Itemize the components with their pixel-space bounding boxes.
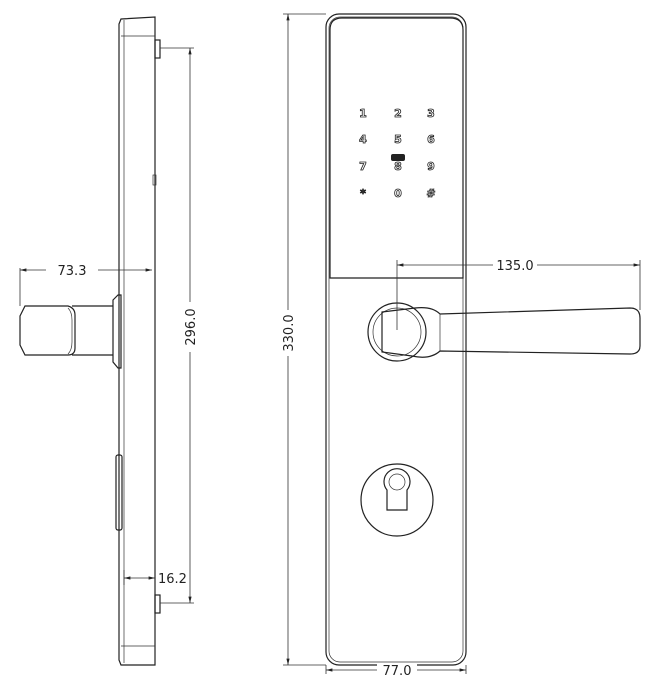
keypad-key: # bbox=[426, 187, 435, 200]
keypad-screen bbox=[329, 17, 464, 279]
side-lever bbox=[19, 305, 76, 356]
dim-label: 296.0 bbox=[184, 308, 199, 345]
dim-label: 135.0 bbox=[496, 259, 533, 274]
front-lever bbox=[381, 307, 641, 358]
side-view bbox=[19, 16, 161, 666]
keypad-key: 4 bbox=[359, 133, 367, 146]
dim-label: 16.2 bbox=[158, 572, 187, 587]
dimension-330: 330.0 bbox=[280, 13, 326, 666]
front-view: 1 2 3 4 5 6 7 8 9 * 0 # bbox=[325, 13, 641, 666]
dim-label: 77.0 bbox=[383, 664, 412, 679]
keypad-key: 0 bbox=[394, 187, 402, 200]
side-rosette bbox=[112, 294, 122, 369]
dimension-135: 135.0 bbox=[396, 258, 641, 330]
keypad-key: 8 bbox=[394, 160, 402, 173]
keypad: 1 2 3 4 5 6 7 8 9 * 0 # bbox=[359, 107, 436, 201]
keypad-key: 3 bbox=[427, 107, 435, 120]
dimension-16-2: 16.2 bbox=[123, 570, 187, 587]
keypad-key: 2 bbox=[394, 107, 402, 120]
dim-label: 73.3 bbox=[58, 264, 87, 279]
dimension-296: 296.0 bbox=[160, 47, 199, 604]
keypad-key: 1 bbox=[359, 107, 367, 120]
keypad-key: * bbox=[360, 187, 366, 200]
keypad-key: 7 bbox=[359, 160, 367, 173]
keypad-key: 5 bbox=[394, 133, 402, 146]
keypad-key: 9 bbox=[427, 160, 435, 173]
keyhole-cover bbox=[383, 468, 411, 511]
dimension-73-3: 73.3 bbox=[19, 262, 152, 306]
keypad-key: 6 bbox=[427, 133, 435, 146]
side-cylinder bbox=[115, 454, 123, 531]
fingerprint-sensor bbox=[391, 154, 405, 161]
dimension-77: 77.0 bbox=[325, 663, 467, 679]
key-cylinder bbox=[360, 463, 434, 537]
dim-label: 330.0 bbox=[282, 314, 297, 351]
